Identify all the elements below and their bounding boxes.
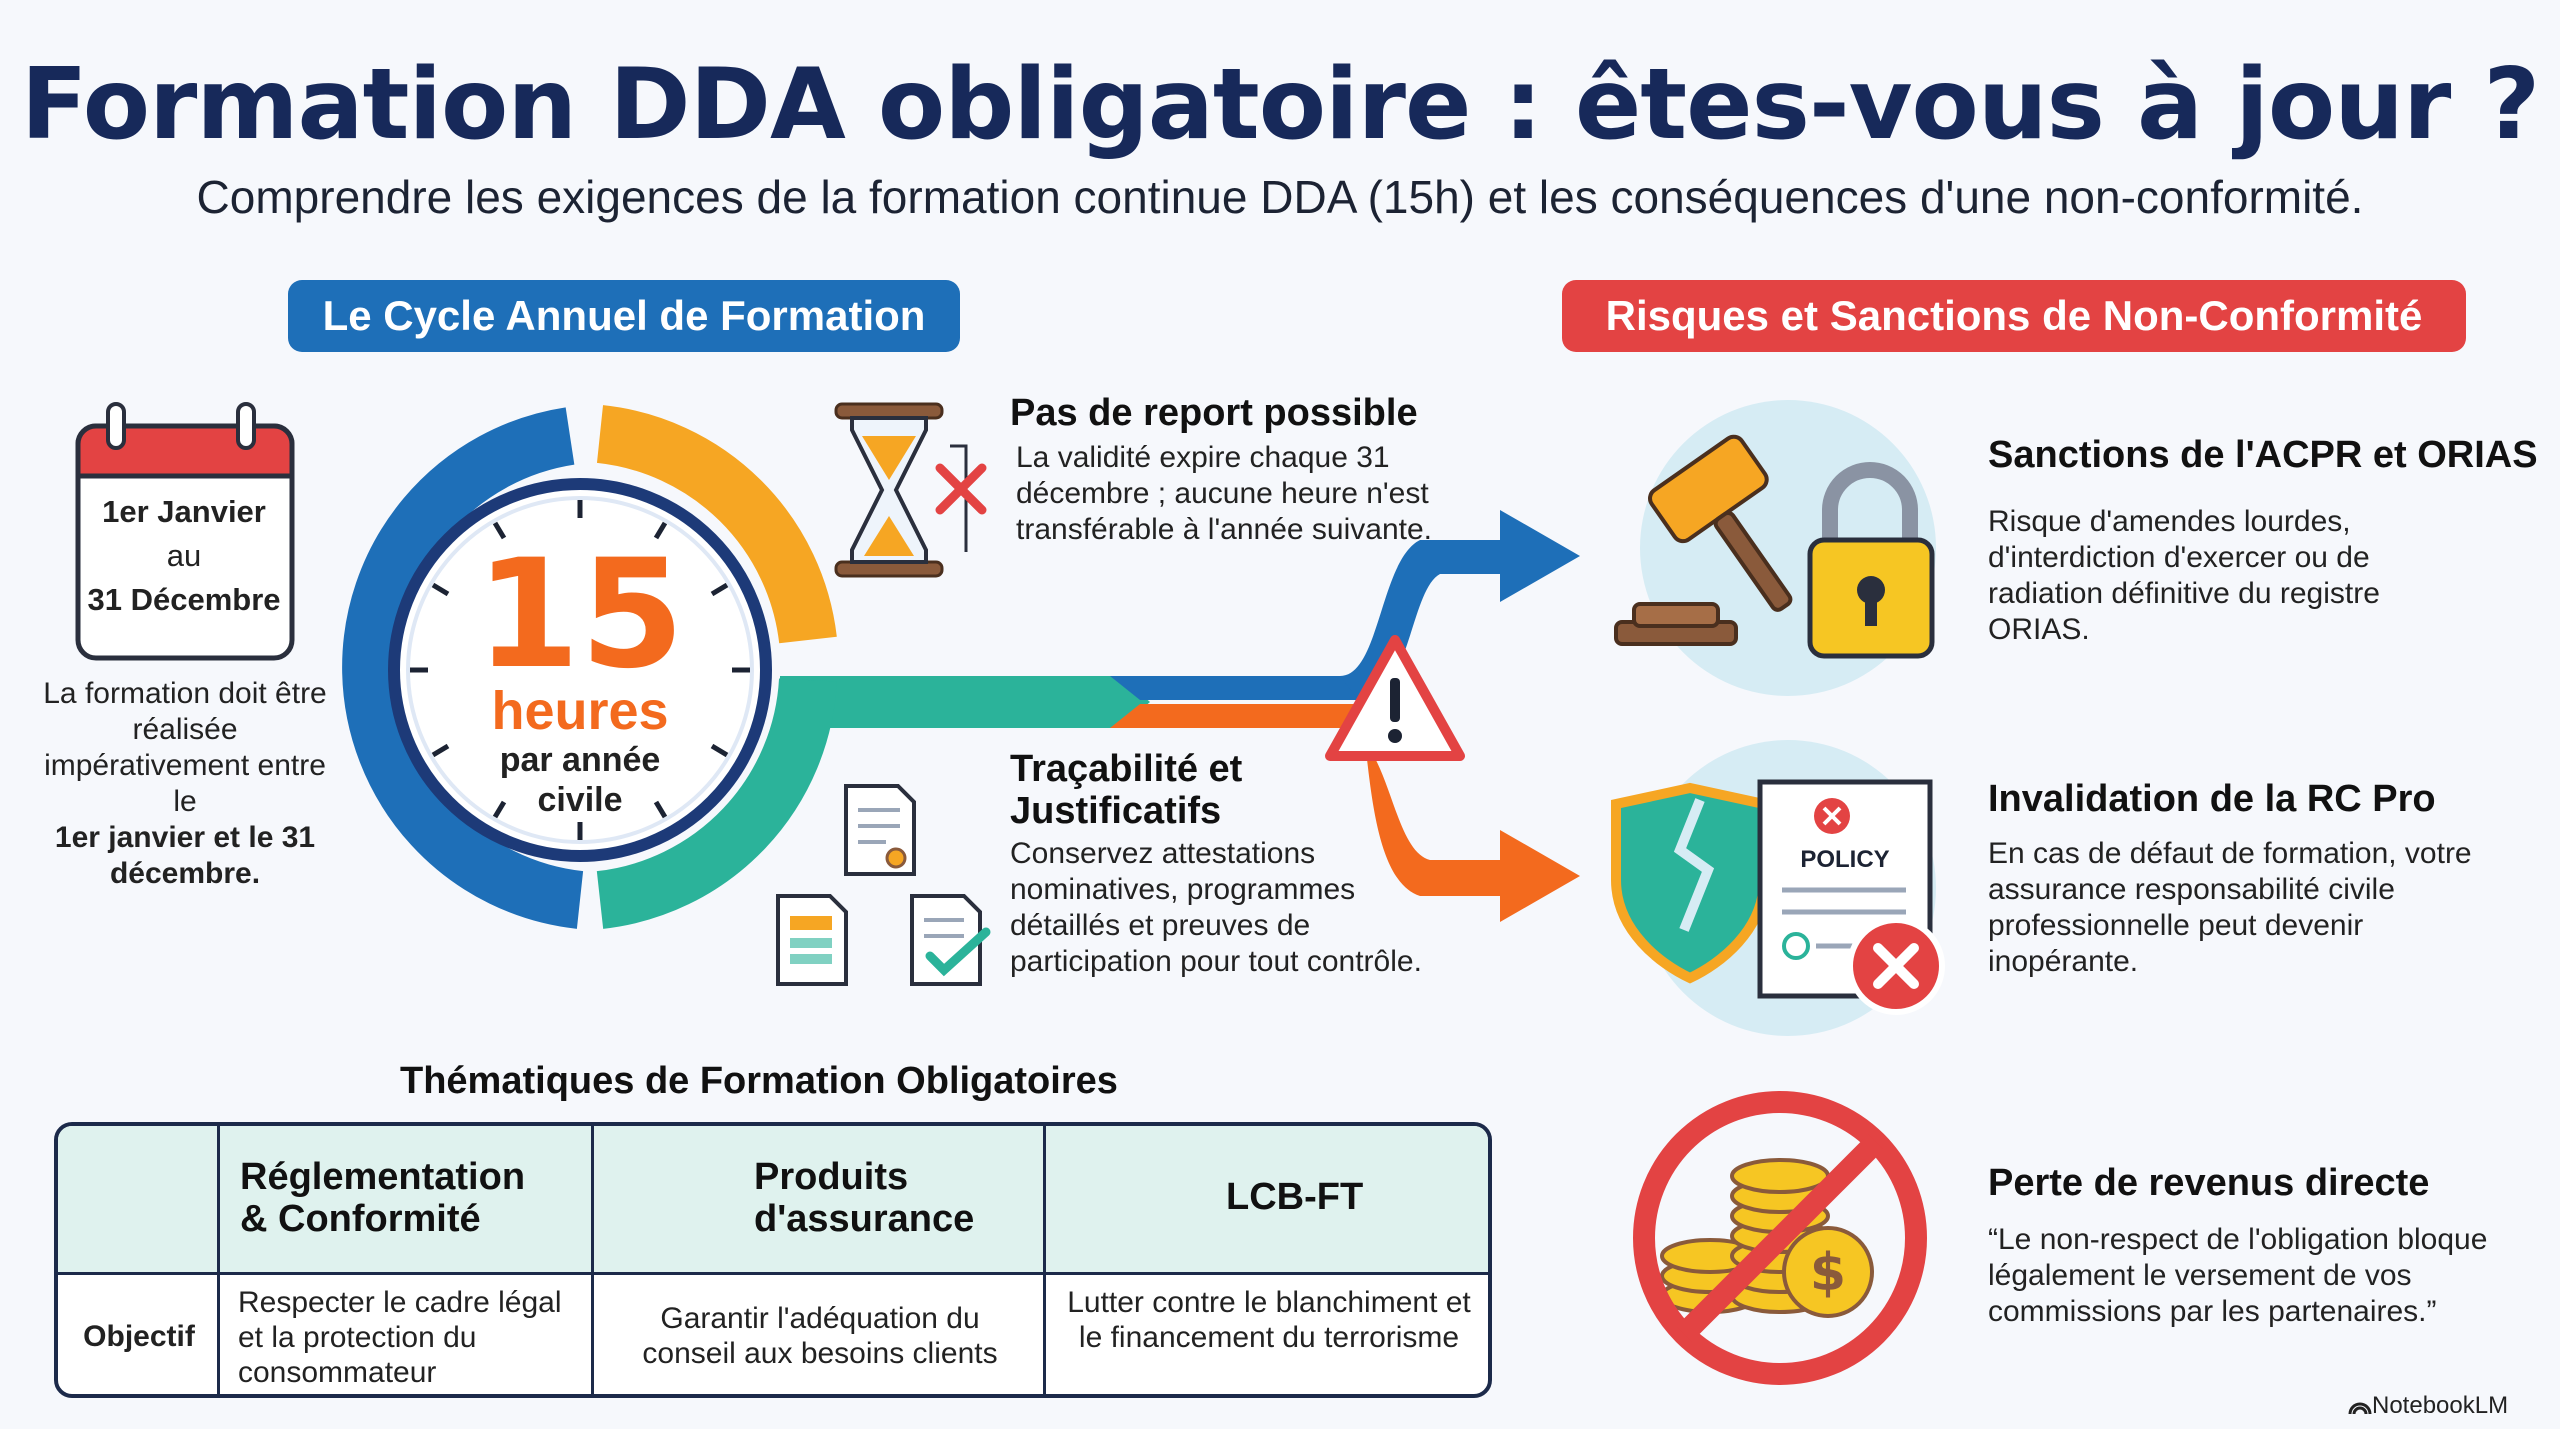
themes-table: Réglementation & Conformité Produits d'a… <box>54 1122 1492 1398</box>
certificate-document-icon <box>844 784 916 876</box>
calendar-line3: 31 Décembre <box>87 582 281 617</box>
report-text: La validité expire chaque 31 décembre ; … <box>1016 441 1433 546</box>
no-coins-icon: $ <box>1633 1091 1927 1385</box>
clock-caption: par année civile <box>499 741 661 819</box>
themes-icon-cell <box>58 1126 220 1272</box>
page-title: Formation DDA obligatoire : êtes-vous à … <box>20 48 2541 162</box>
clock-hours-number: 15 <box>475 528 685 702</box>
theme-label-produits: Produits d'assurance <box>754 1156 975 1240</box>
notebooklm-logo-icon <box>2348 1402 2372 1415</box>
themes-title: Thématiques de Formation Obligatoires <box>400 1060 1118 1102</box>
objective-reglementation: Respecter le cadre légal et la protectio… <box>238 1286 562 1389</box>
report-title: Pas de report possible <box>1010 392 1418 434</box>
calendar-line2: au <box>166 538 202 573</box>
flow-arrow-down <box>1340 704 1580 922</box>
trace-title: Traçabilité et Justificatifs <box>1010 748 1243 832</box>
calendar-description-text: La formation doit être réalisée impérati… <box>43 677 327 818</box>
page-subtitle: Comprendre les exigences de la formation… <box>196 171 2364 223</box>
risks-section-pill: Risques et Sanctions de Non-Conformité <box>1562 280 2466 352</box>
calendar-line1: 1er Janvier <box>102 494 266 529</box>
trace-text: Conservez attestations nominatives, prog… <box>1010 837 1422 978</box>
hourglass-icon <box>834 402 987 578</box>
objective-cell-lcbft: Lutter contre le blanchiment et le finan… <box>1046 1272 1488 1394</box>
warning-icon <box>1325 635 1465 761</box>
theme-header-reglementation: Réglementation & Conformité <box>220 1126 594 1272</box>
theme-label-reglementation: Réglementation & Conformité <box>240 1156 526 1240</box>
risk-sanctions-title: Sanctions de l'ACPR et ORIAS <box>1988 434 2538 476</box>
theme-header-lcbft: LCB-FT <box>1046 1126 1488 1272</box>
objective-lcbft: Lutter contre le blanchiment et le finan… <box>1067 1286 1471 1354</box>
objective-row-label: Objectif <box>83 1320 195 1353</box>
risk-rcpro-text: En cas de défaut de formation, votre ass… <box>1988 837 2472 978</box>
calendar-description: La formation doit être réalisée impérati… <box>40 676 330 892</box>
form-document-icon <box>776 894 848 986</box>
broken-shield-policy-icon <box>1611 740 1945 1036</box>
theme-label-lcbft: LCB-FT <box>1226 1176 1364 1218</box>
policy-badge: POLICY <box>1800 846 1890 873</box>
flow-arrow-main <box>780 676 1360 728</box>
risk-revenue-text: “Le non-respect de l'obligation bloque l… <box>1988 1223 2488 1328</box>
objective-row-label-cell: Objectif <box>58 1272 220 1394</box>
objective-produits: Garantir l'adéquation du conseil aux bes… <box>642 1302 998 1370</box>
objective-cell-reglementation: Respecter le cadre légal et la protectio… <box>220 1272 594 1394</box>
checked-document-icon <box>910 894 991 986</box>
calendar-icon <box>75 402 295 661</box>
svg-text:$: $ <box>1810 1243 1846 1303</box>
objective-cell-produits: Garantir l'adéquation du conseil aux bes… <box>594 1272 1046 1394</box>
calendar-description-bold: 1er janvier et le 31 décembre. <box>54 821 316 890</box>
clock-hours-unit: heures <box>491 681 669 741</box>
risk-rcpro-title: Invalidation de la RC Pro <box>1988 778 2436 820</box>
theme-header-produits: Produits d'assurance <box>594 1126 1046 1272</box>
cycle-section-pill: Le Cycle Annuel de Formation <box>288 280 960 352</box>
brand-label: NotebookLM <box>2372 1392 2509 1419</box>
risk-sanctions-text: Risque d'amendes lourdes, d'interdiction… <box>1988 505 2380 646</box>
risk-revenue-title: Perte de revenus directe <box>1988 1162 2430 1204</box>
clock-ring <box>342 405 837 929</box>
gavel-lock-icon <box>1614 400 1936 696</box>
